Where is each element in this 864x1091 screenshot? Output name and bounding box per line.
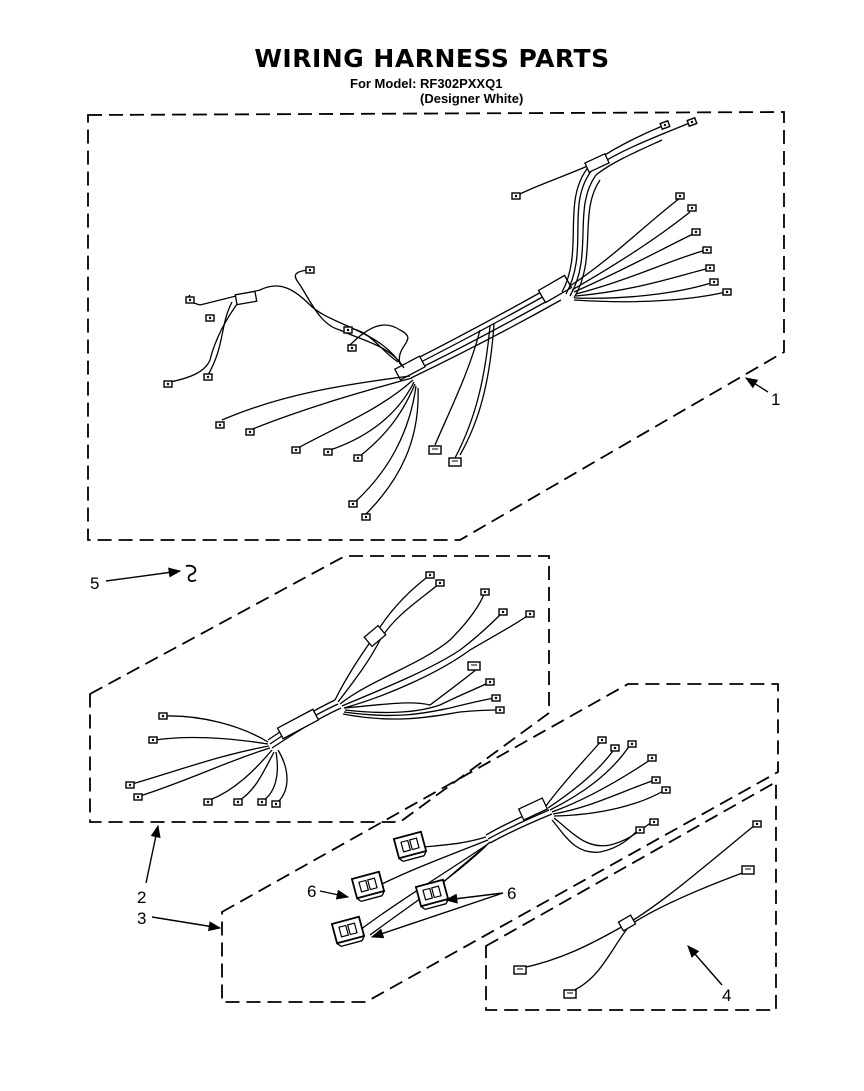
callout-2: 2 (137, 888, 146, 907)
leader-1 (744, 377, 769, 393)
callout-1: 1 (771, 390, 780, 409)
callout-4: 4 (722, 986, 731, 1005)
harness-1-terminals (163, 117, 732, 521)
callout-3: 3 (137, 909, 146, 928)
panel-2-outline (89, 555, 550, 823)
connector-plugs-part-6 (330, 830, 451, 949)
panel-3-outline (221, 683, 779, 1003)
leader-2 (145, 824, 161, 884)
callout-5: 5 (90, 574, 99, 593)
model-number-line: For Model: RF302PXXQ1 (350, 76, 503, 91)
panel-4-outline (485, 780, 777, 1011)
leader-6b-2 (370, 892, 504, 939)
leader-3 (151, 916, 222, 932)
diagram-title: WIRING HARNESS PARTS (254, 44, 610, 73)
callout-6-left: 6 (307, 882, 316, 901)
harness-4 (521, 824, 756, 993)
leader-6b-1 (444, 892, 504, 904)
model-variant: (Designer White) (420, 91, 524, 106)
leader-4 (687, 945, 723, 986)
harness-2 (131, 574, 531, 803)
harness-1 (169, 121, 727, 516)
callout-6-right: 6 (507, 884, 516, 903)
panel-1-outline (87, 111, 785, 541)
leader-5 (105, 567, 182, 582)
clip-part-5 (185, 564, 197, 582)
leader-6a (319, 889, 350, 900)
